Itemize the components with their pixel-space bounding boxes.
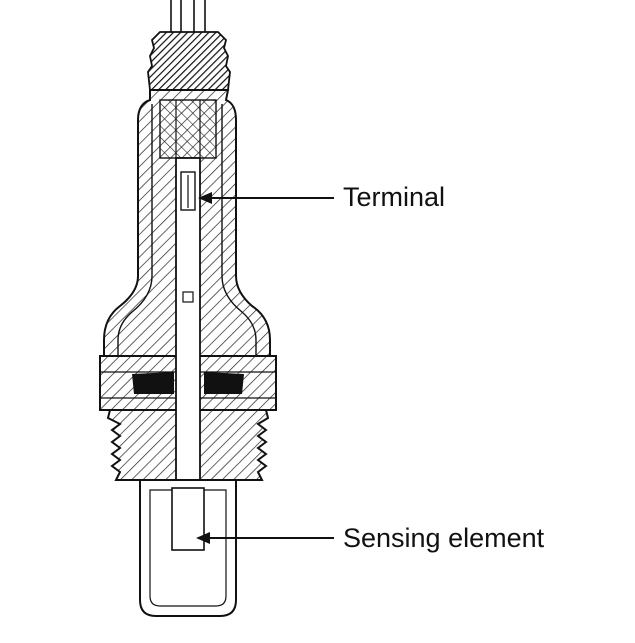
seal-gasket-right (204, 372, 244, 394)
sensing-element-callout-arrow (196, 532, 334, 544)
rubber-grommet (147, 31, 231, 91)
terminal-label: Terminal (343, 182, 446, 212)
terminal-callout-arrow (198, 192, 334, 204)
sensing-element-label: Sensing element (343, 523, 545, 553)
sensing-element-body (171, 487, 205, 551)
protective-tube-inner (149, 489, 227, 607)
terminal-rod (175, 157, 201, 489)
seal-gasket-left (132, 372, 174, 394)
shell-inner-wall (117, 104, 257, 356)
lead-wires (170, 0, 206, 32)
terminal-notch (182, 291, 194, 303)
upper-insulator (159, 99, 217, 159)
